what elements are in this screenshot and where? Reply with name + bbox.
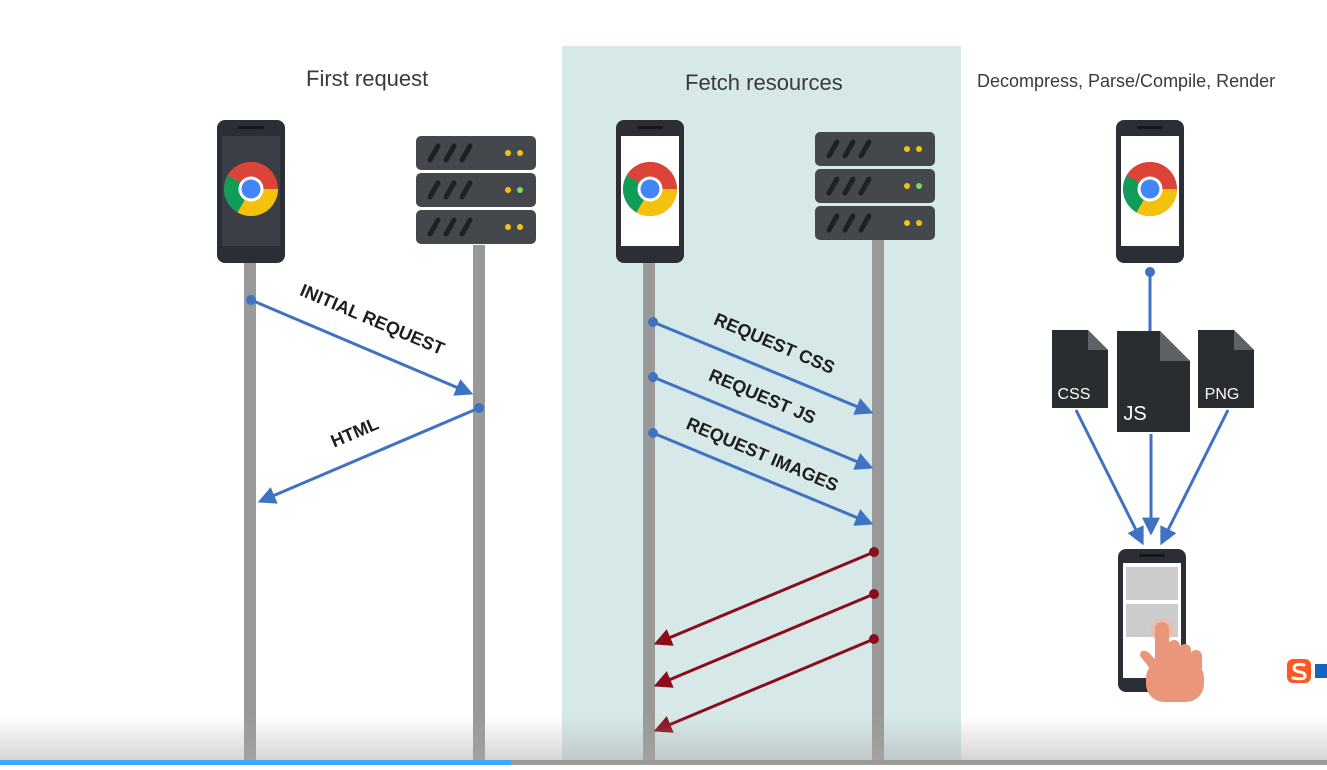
css-file-icon: CSS xyxy=(1052,330,1108,408)
js-file-icon: JS xyxy=(1117,331,1190,432)
response-arrow-2 xyxy=(653,589,879,688)
server-timeline xyxy=(473,245,485,765)
response-arrow-3 xyxy=(653,634,879,733)
client-timeline-2 xyxy=(643,255,655,765)
chrome-icon-3 xyxy=(1123,161,1177,216)
initial-request-label: INITIAL REQUEST xyxy=(297,280,447,359)
fetch-resources-title: Fetch resources xyxy=(685,70,843,95)
sogou-ime-icon xyxy=(1287,659,1327,683)
hand-pointer-icon xyxy=(1140,619,1204,702)
css-to-render-arrow xyxy=(1074,409,1144,546)
first-request-title: First request xyxy=(306,66,429,91)
chrome-icon xyxy=(224,161,278,216)
server-rack-icon xyxy=(416,136,536,244)
video-progress-track[interactable] xyxy=(0,760,1327,765)
response-arrow-1 xyxy=(653,547,879,646)
server-rack-icon-2 xyxy=(815,132,935,240)
js-file-label: JS xyxy=(1123,403,1146,425)
render-title: Decompress, Parse/Compile, Render xyxy=(977,71,1276,91)
render-block-1 xyxy=(1126,567,1178,600)
server-timeline-2 xyxy=(872,240,884,765)
client-timeline xyxy=(244,255,256,765)
css-file-label: CSS xyxy=(1058,386,1091,403)
client-phone-2 xyxy=(616,120,684,263)
client-phone-3 xyxy=(1116,120,1184,263)
png-file-label: PNG xyxy=(1205,386,1240,403)
html-response-arrow: HTML xyxy=(257,403,484,504)
png-to-render-arrow xyxy=(1160,409,1230,546)
video-progress-fill xyxy=(0,760,511,765)
html-label: HTML xyxy=(328,414,382,452)
initial-request-arrow: INITIAL REQUEST xyxy=(246,280,474,396)
chrome-icon-2 xyxy=(623,161,677,216)
png-file-icon: PNG xyxy=(1198,330,1254,408)
client-phone xyxy=(217,120,285,263)
